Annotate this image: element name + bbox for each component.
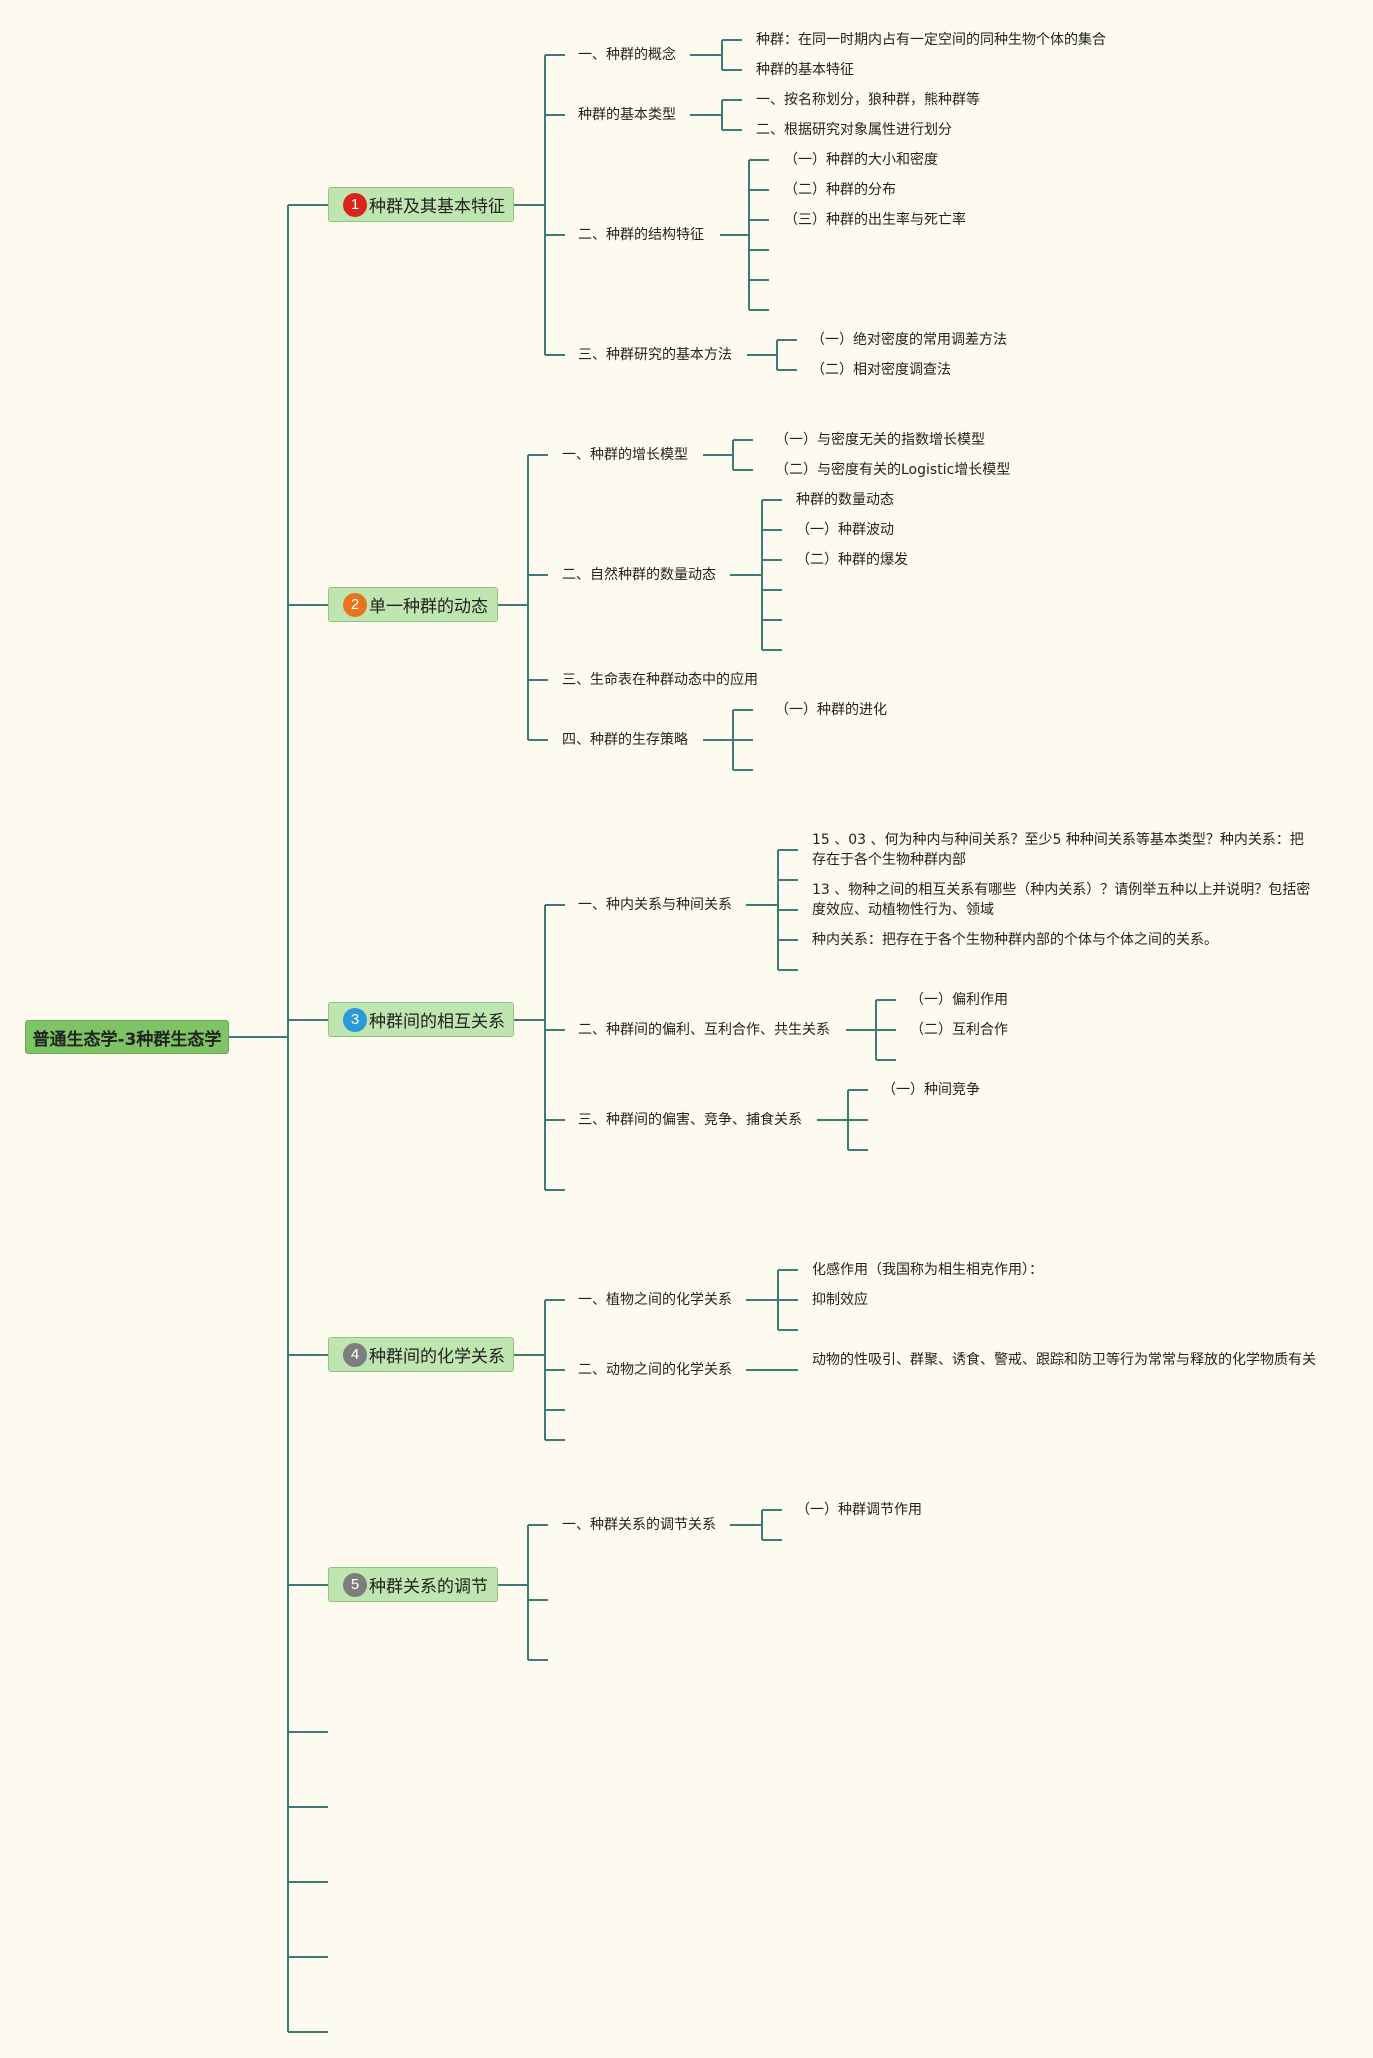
leaf-mutualism[interactable]: （二）互利合作 [910, 1022, 1008, 1038]
number-badge-icon: 1 [343, 192, 367, 217]
leaf-distribution[interactable]: （二）种群的分布 [784, 182, 896, 198]
topic-label: 种群及其基本特征 [369, 197, 505, 217]
subtopic-regulation-relations[interactable]: 一、种群关系的调节关系 [562, 1517, 716, 1533]
leaf-population-evolution[interactable]: （一）种群的进化 [775, 702, 887, 718]
topic-interspecific-relations[interactable]: 3 种群间的相互关系 [328, 1002, 514, 1037]
leaf-commensalism[interactable]: （一）偏利作用 [910, 992, 1008, 1008]
leaf-size-density[interactable]: （一）种群的大小和密度 [784, 152, 938, 168]
leaf-interspecific-competition[interactable]: （一）种间竞争 [882, 1082, 980, 1098]
leaf-logistic-model[interactable]: （二）与密度有关的Logistic增长模型 [775, 462, 1011, 478]
subtopic-commensalism-mutualism[interactable]: 二、种群间的偏利、互利合作、共生关系 [578, 1022, 830, 1038]
subtopic-animal-chemical-relations[interactable]: 二、动物之间的化学关系 [578, 1362, 732, 1378]
number-badge-icon: 5 [343, 1572, 367, 1597]
topic-label: 单一种群的动态 [369, 597, 488, 617]
subtopic-survival-strategy[interactable]: 四、种群的生存策略 [562, 732, 688, 748]
leaf-relative-density[interactable]: （二）相对密度调查法 [811, 362, 951, 378]
topic-single-population-dynamics[interactable]: 2 单一种群的动态 [328, 587, 498, 622]
leaf-population-definition[interactable]: 种群：在同一时期内占有一定空间的同种生物个体的集合 [756, 32, 1106, 48]
subtopic-structure-features[interactable]: 二、种群的结构特征 [578, 227, 704, 243]
leaf-quantity-dynamics[interactable]: 种群的数量动态 [796, 492, 894, 508]
leaf-population-features[interactable]: 种群的基本特征 [756, 62, 854, 78]
subtopic-growth-model[interactable]: 一、种群的增长模型 [562, 447, 688, 463]
number-badge-icon: 2 [343, 592, 367, 617]
topic-label: 种群间的相互关系 [369, 1012, 505, 1032]
number-badge-icon: 4 [343, 1342, 367, 1367]
leaf-intraspecific-definition[interactable]: 种内关系：把存在于各个生物种群内部的个体与个体之间的关系。 [812, 932, 1218, 948]
leaf-absolute-density[interactable]: （一）绝对密度的常用调差方法 [811, 332, 1007, 348]
leaf-exponential-model[interactable]: （一）与密度无关的指数增长模型 [775, 432, 985, 448]
leaf-birth-death-rate[interactable]: （三）种群的出生率与死亡率 [784, 212, 966, 228]
leaf-allelopathy[interactable]: 化感作用（我国称为相生相克作用）： [812, 1262, 1043, 1278]
subtopic-natural-dynamics[interactable]: 二、自然种群的数量动态 [562, 567, 716, 583]
topic-chemical-relations[interactable]: 4 种群间的化学关系 [328, 1337, 514, 1372]
leaf-type-by-attribute[interactable]: 二、根据研究对象属性进行划分 [756, 122, 952, 138]
subtopic-population-types[interactable]: 种群的基本类型 [578, 107, 676, 123]
root-topic-label: 普通生态学-3种群生态学 [32, 1029, 222, 1050]
subtopic-intra-inter-relations[interactable]: 一、种内关系与种间关系 [578, 897, 732, 913]
leaf-question-15-03[interactable]: 15 、03 、何为种内与种间关系？至少5 种种间关系等基本类型？种内关系：把存… [812, 832, 1304, 868]
leaf-population-outbreak[interactable]: （二）种群的爆发 [796, 552, 908, 568]
topic-population-characteristics[interactable]: 1 种群及其基本特征 [328, 187, 514, 222]
subtopic-amensalism-competition-predation[interactable]: 三、种群间的偏害、竞争、捕食关系 [578, 1112, 802, 1128]
subtopic-population-concept[interactable]: 一、种群的概念 [578, 47, 676, 63]
subtopic-life-table[interactable]: 三、生命表在种群动态中的应用 [562, 672, 758, 688]
leaf-question-13[interactable]: 13 、物种之间的相互关系有哪些（种内关系）？请例举五种以上并说明？包括密度效应… [812, 882, 1311, 918]
leaf-inhibition-effect[interactable]: 抑制效应 [812, 1292, 868, 1308]
root-topic[interactable]: 普通生态学-3种群生态学 [25, 1020, 229, 1054]
topic-relation-regulation[interactable]: 5 种群关系的调节 [328, 1567, 498, 1602]
leaf-animal-chemical-behavior[interactable]: 动物的性吸引、群聚、诱食、警戒、跟踪和防卫等行为常常与释放的化学物质有关 [812, 1352, 1316, 1368]
leaf-population-fluctuation[interactable]: （一）种群波动 [796, 522, 894, 538]
leaf-population-regulation[interactable]: （一）种群调节作用 [796, 1502, 922, 1518]
leaf-type-by-name[interactable]: 一、按名称划分，狼种群，熊种群等 [756, 92, 980, 108]
number-badge-icon: 3 [343, 1007, 367, 1032]
subtopic-plant-chemical-relations[interactable]: 一、植物之间的化学关系 [578, 1292, 732, 1308]
topic-label: 种群间的化学关系 [369, 1347, 505, 1367]
subtopic-research-methods[interactable]: 三、种群研究的基本方法 [578, 347, 732, 363]
topic-label: 种群关系的调节 [369, 1577, 488, 1597]
